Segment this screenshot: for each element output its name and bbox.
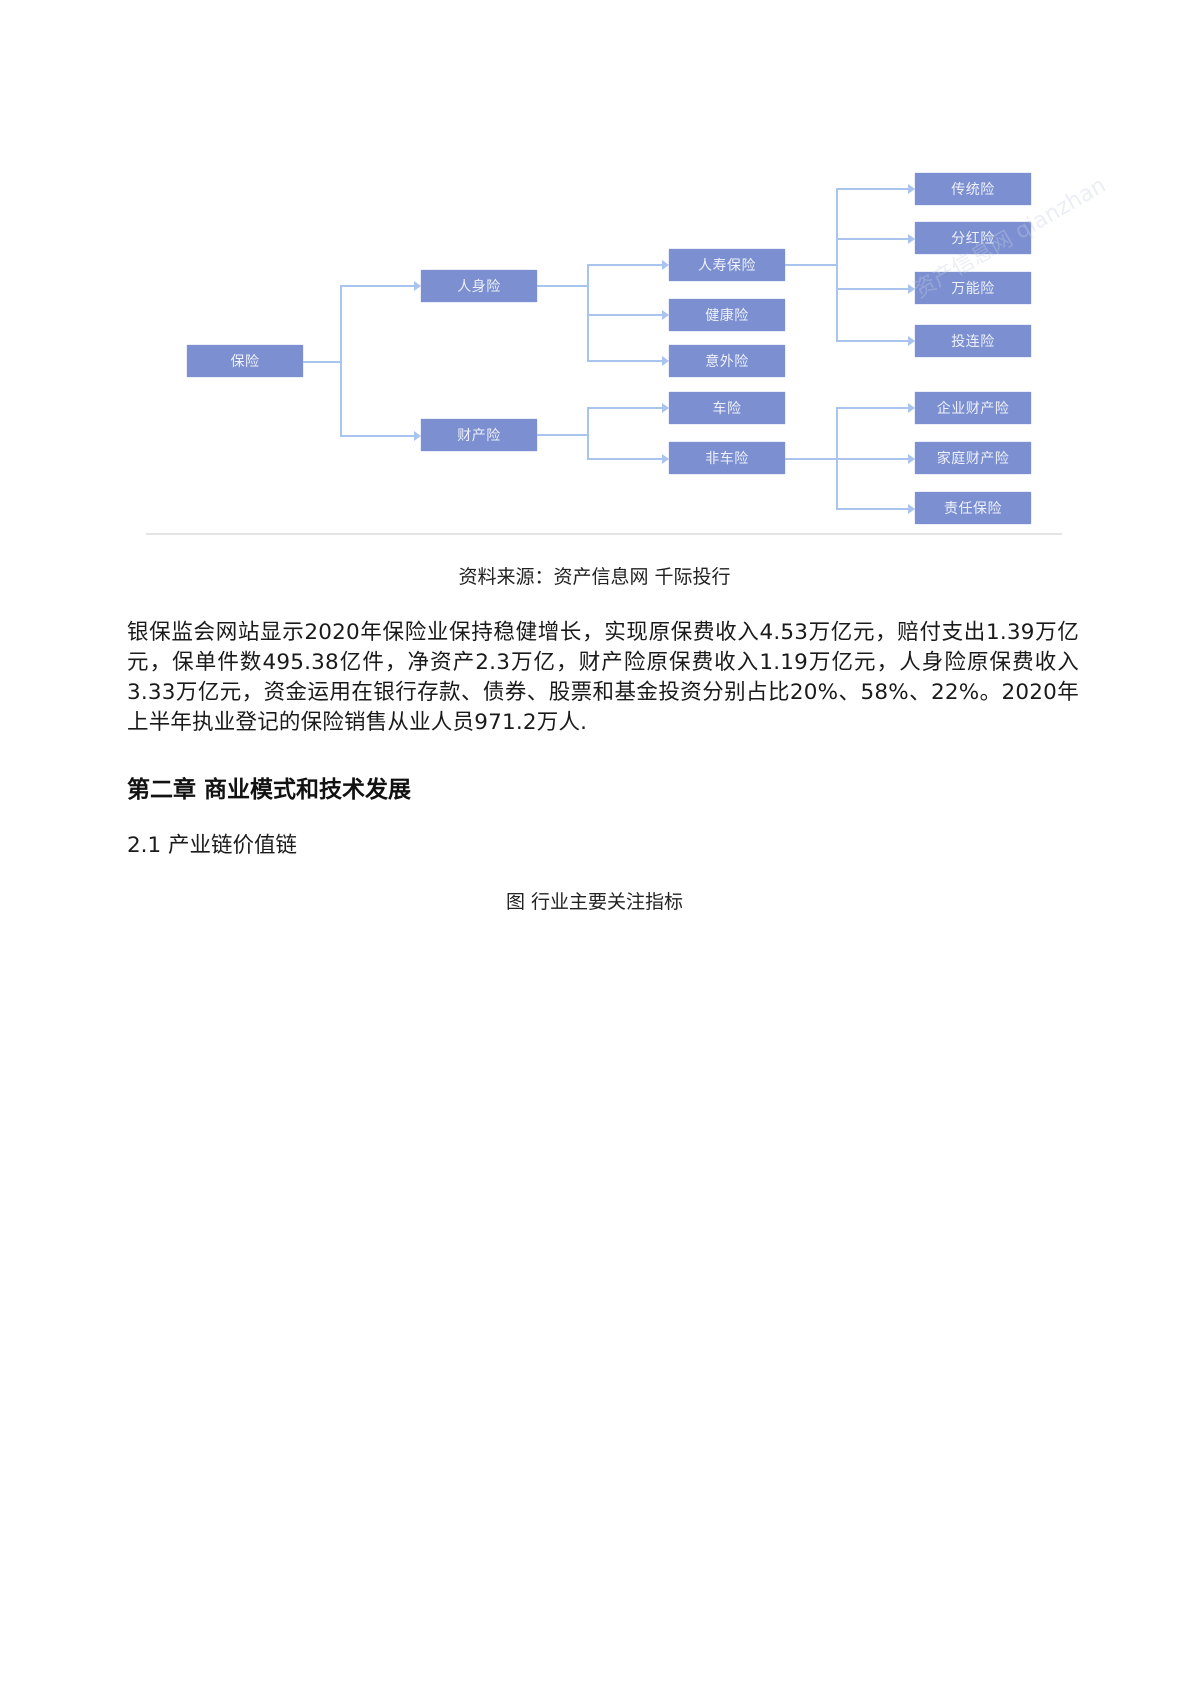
connector bbox=[587, 407, 662, 409]
connector bbox=[836, 340, 908, 342]
connector bbox=[537, 434, 588, 436]
arrow-icon bbox=[662, 454, 669, 464]
connector bbox=[836, 189, 838, 342]
connector bbox=[303, 361, 341, 363]
arrow-icon bbox=[908, 336, 915, 346]
node-universal-insurance: 万能险 bbox=[915, 272, 1031, 304]
arrow-icon bbox=[662, 403, 669, 413]
connector bbox=[537, 285, 588, 287]
figure-caption: 图 行业主要关注指标 bbox=[505, 891, 684, 913]
node-liability-insurance: 责任保险 bbox=[915, 492, 1031, 524]
node-life-insurance: 人寿保险 bbox=[669, 249, 785, 281]
connector bbox=[785, 264, 837, 266]
connector bbox=[340, 435, 414, 437]
node-auto-insurance: 车险 bbox=[669, 392, 785, 424]
node-participating-insurance: 分红险 bbox=[915, 222, 1031, 254]
node-property-insurance: 财产险 bbox=[421, 419, 537, 451]
connector bbox=[836, 458, 908, 460]
body-paragraph: 银保监会网站显示2020年保险业保持稳健增长，实现原保费收入4.53万亿元，赔付… bbox=[127, 620, 1079, 735]
node-accident-insurance: 意外险 bbox=[669, 345, 785, 377]
chapter-heading: 第二章 商业模式和技术发展 bbox=[127, 777, 412, 803]
section-heading: 2.1 产业链价值链 bbox=[127, 833, 298, 858]
node-traditional-insurance: 传统险 bbox=[915, 173, 1031, 205]
connector bbox=[836, 407, 908, 409]
arrow-icon bbox=[414, 281, 421, 291]
source-caption: 资料来源：资产信息网 千际投行 bbox=[458, 566, 731, 588]
connector bbox=[836, 238, 908, 240]
arrow-icon bbox=[908, 504, 915, 514]
node-enterprise-property-insurance: 企业财产险 bbox=[915, 392, 1031, 424]
node-non-auto-insurance: 非车险 bbox=[669, 442, 785, 474]
arrow-icon bbox=[908, 184, 915, 194]
node-personal-insurance: 人身险 bbox=[421, 270, 537, 302]
arrow-icon bbox=[662, 260, 669, 270]
arrow-icon bbox=[908, 234, 915, 244]
arrow-icon bbox=[908, 284, 915, 294]
connector bbox=[587, 408, 589, 460]
node-household-property-insurance: 家庭财产险 bbox=[915, 442, 1031, 474]
arrow-icon bbox=[908, 403, 915, 413]
arrow-icon bbox=[414, 431, 421, 441]
connector bbox=[587, 360, 662, 362]
arrow-icon bbox=[662, 310, 669, 320]
insurance-classification-diagram: 保险 人身险 财产险 人寿保险 健康险 意外险 车险 非车险 传统险 分 bbox=[0, 0, 1189, 540]
connector bbox=[587, 314, 662, 316]
diagram-divider bbox=[146, 533, 1062, 535]
connector bbox=[587, 265, 589, 362]
arrow-icon bbox=[662, 356, 669, 366]
connector bbox=[836, 508, 908, 510]
connector bbox=[587, 264, 662, 266]
node-unit-linked-insurance: 投连险 bbox=[915, 325, 1031, 357]
arrow-icon bbox=[908, 454, 915, 464]
node-insurance: 保险 bbox=[187, 345, 303, 377]
node-health-insurance: 健康险 bbox=[669, 299, 785, 331]
connector bbox=[785, 458, 837, 460]
connector bbox=[587, 458, 662, 460]
connector bbox=[836, 188, 908, 190]
connector bbox=[836, 288, 908, 290]
connector bbox=[340, 286, 342, 437]
connector bbox=[340, 285, 414, 287]
